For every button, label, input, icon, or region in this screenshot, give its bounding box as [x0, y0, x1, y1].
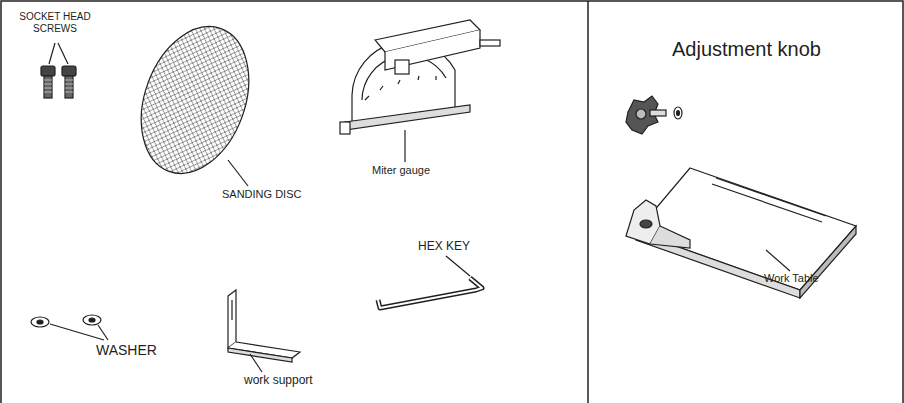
part-name: work support — [244, 374, 313, 388]
socket-head-screws — [41, 66, 76, 98]
miter-gauge — [340, 20, 500, 134]
part-name: WASHER — [96, 342, 157, 358]
work-support — [228, 290, 300, 362]
hex-key — [378, 278, 482, 308]
part-name: SOCKET HEAD SCREWS — [12, 11, 98, 34]
sanding-disc — [122, 11, 268, 188]
part-name: HEX KEY — [418, 240, 470, 254]
panel-divider — [587, 1, 589, 403]
part-name: Miter gauge — [372, 164, 430, 177]
adjustment-knob — [626, 96, 682, 134]
work-table — [626, 168, 856, 298]
part-name: SANDING DISC — [222, 188, 301, 201]
part-name: Work Table — [764, 272, 819, 285]
part-name: Adjustment knob — [672, 38, 821, 61]
washers — [31, 315, 101, 327]
